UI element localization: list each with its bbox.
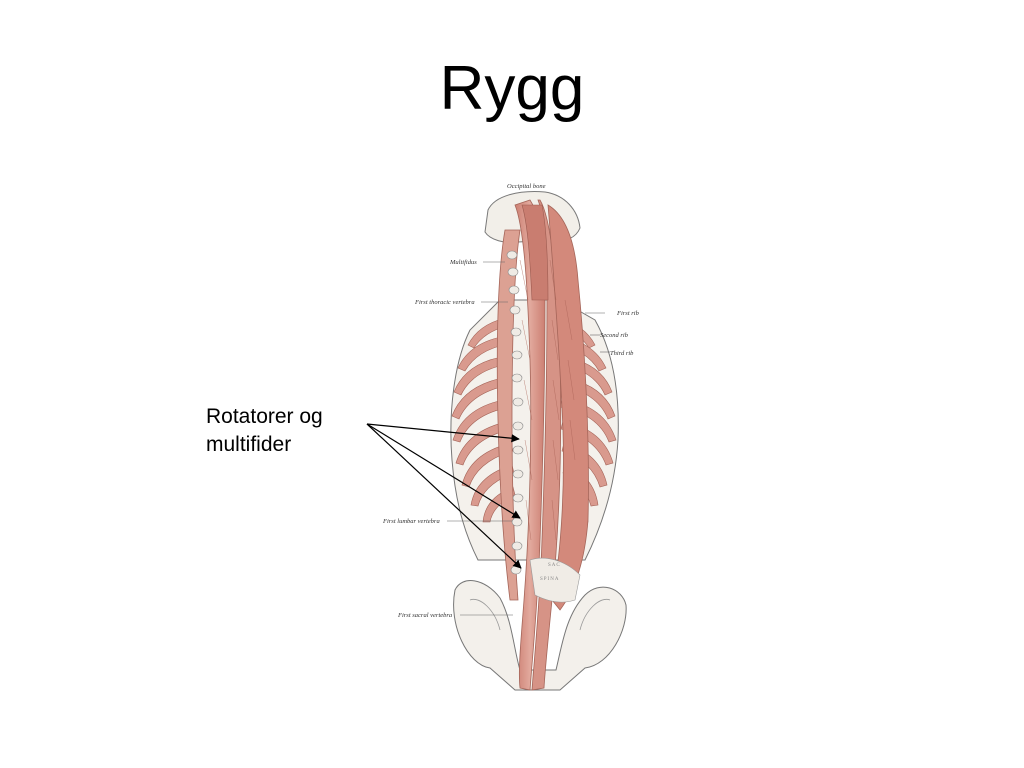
slide-title: Rygg bbox=[439, 54, 585, 123]
label-first-thoracic-vertebra: First thoracic vertebra bbox=[414, 299, 475, 306]
anatomy-labels: Occipital bone Multifidus First thoracic… bbox=[382, 183, 640, 619]
deep-back-muscles bbox=[496, 199, 589, 691]
label-first-lumbar-vertebra: First lumbar vertebra bbox=[382, 518, 440, 525]
label-first-rib: First rib bbox=[616, 310, 640, 317]
vertebral-column bbox=[506, 250, 524, 575]
arrow-to-thoracic-rotatores bbox=[366, 423, 520, 443]
arrow-to-lower-thoracic-multifidus bbox=[366, 423, 521, 519]
callout-label: Rotatorer og multifider bbox=[206, 403, 323, 459]
label-sacrospinalis-1: SAC bbox=[548, 563, 561, 568]
label-second-rib: Second rib bbox=[600, 332, 629, 339]
arrow-to-lumbar-multifidus bbox=[366, 423, 522, 569]
label-sacrospinalis-2: SPINA bbox=[540, 577, 559, 582]
label-multifidus: Multifidus bbox=[449, 259, 477, 266]
callout-arrows bbox=[366, 423, 522, 569]
label-leaders bbox=[447, 261, 610, 616]
label-third-rib: Third rib bbox=[610, 350, 634, 357]
label-occipital-bone: Occipital bone bbox=[507, 183, 546, 190]
callout-line-2: multifider bbox=[206, 433, 292, 456]
callout-line-1: Rotatorer og bbox=[206, 405, 323, 428]
pelvis bbox=[453, 580, 627, 691]
label-first-sacral-vertebra: First sacral vertebra bbox=[397, 612, 452, 619]
